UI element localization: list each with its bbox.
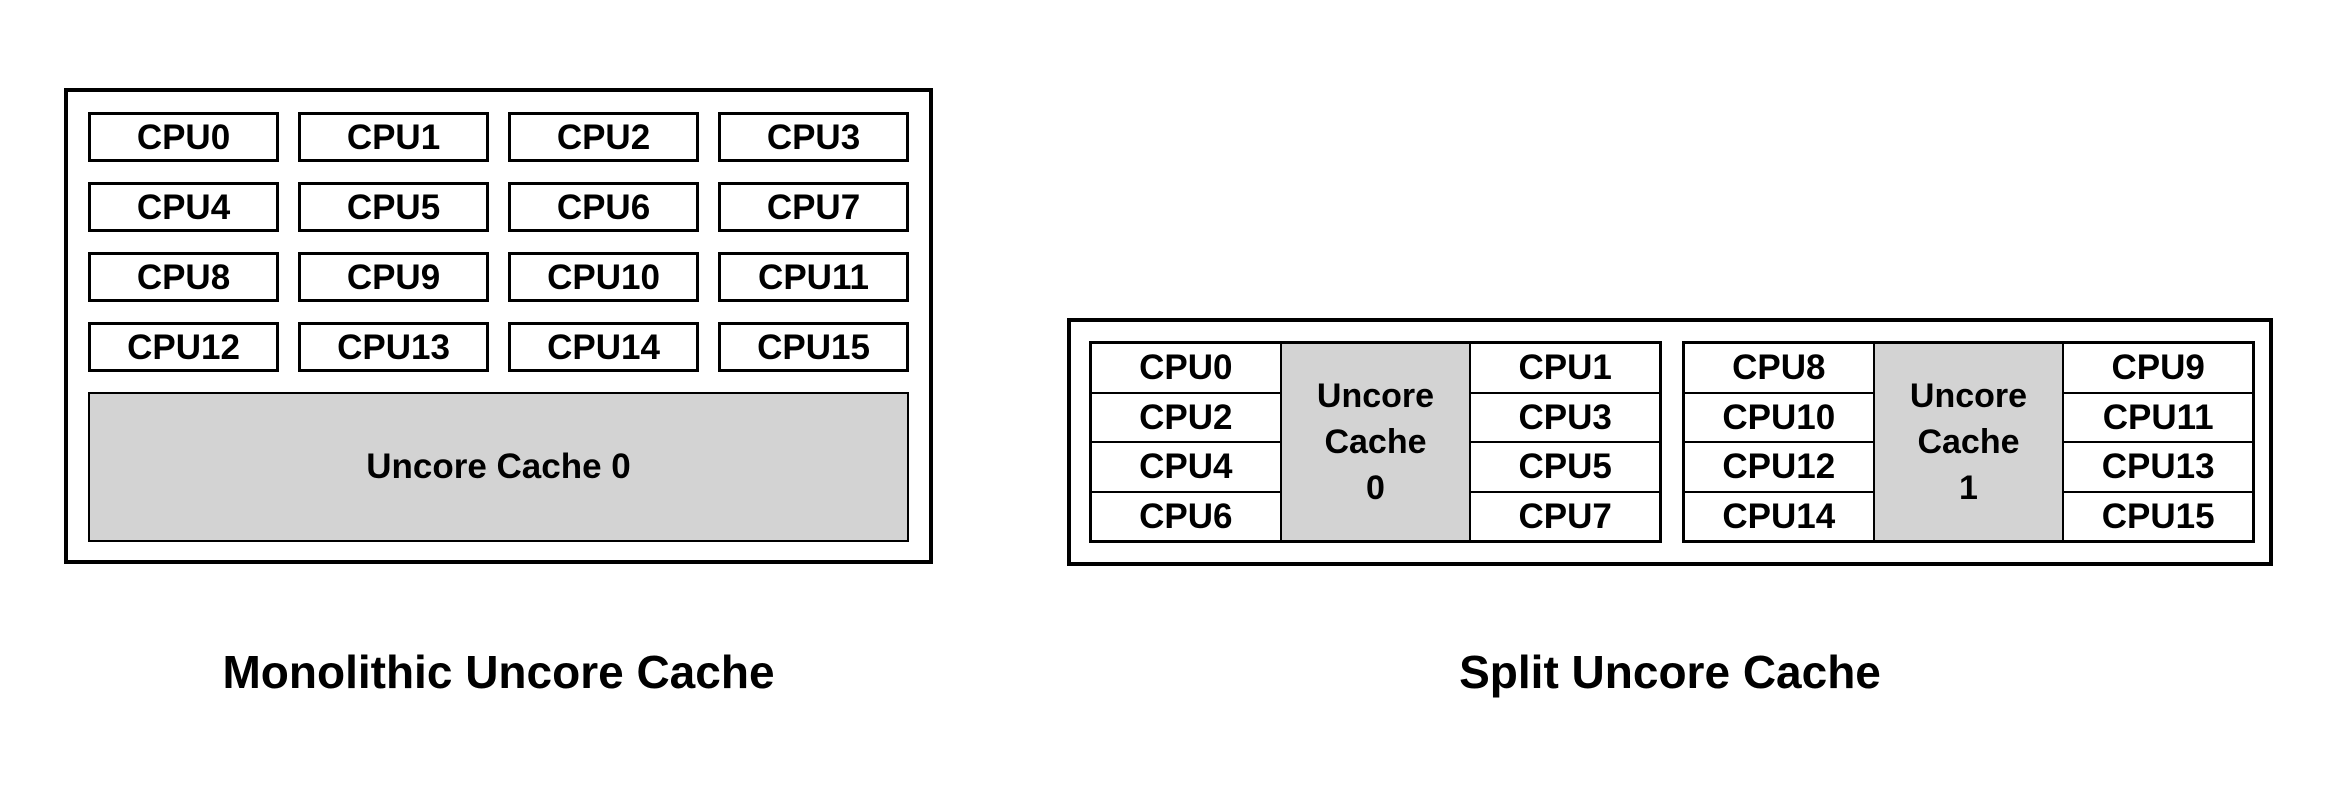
cpu-box-cpu15: CPU15 [718,322,909,372]
cpu-box-cpu1: CPU1 [298,112,489,162]
cpu-box-cpu11: CPU11 [2064,393,2252,441]
cpu-box-cpu2: CPU2 [1092,393,1280,441]
cpu-box-cpu0: CPU0 [88,112,279,162]
cpu-box-cpu4: CPU4 [1092,443,1280,491]
uncore-cache-label-line: Cache [1324,423,1427,461]
uncore-cache-label-line: Uncore [1316,377,1435,415]
cpu-box-cpu0: CPU0 [1092,344,1280,392]
uncore-cache-0-box: Uncore Cache 0 [88,392,909,542]
cpu-box-cpu13: CPU13 [298,322,489,372]
cpu-box-cpu2: CPU2 [508,112,699,162]
cpu-box-cpu10: CPU10 [1685,393,1873,441]
cpu-box-cpu8: CPU8 [1685,344,1873,392]
cpu-box-cpu7: CPU7 [718,182,909,232]
uncore-cache-label-line: Uncore [1909,377,2028,415]
cpu-box-cpu6: CPU6 [1092,492,1280,540]
cpu-box-cpu15: CPU15 [2064,492,2252,540]
split-caption: Split Uncore Cache [1459,646,1881,698]
uncore-cache-label-line: 1 [1959,469,1978,507]
cpu-box-cpu7: CPU7 [1471,492,1659,540]
cpu-box-cpu12: CPU12 [1685,443,1873,491]
cpu-box-cpu8: CPU8 [88,252,279,302]
cpu-box-cpu12: CPU12 [88,322,279,372]
cpu-box-cpu5: CPU5 [1471,443,1659,491]
cpu-box-cpu5: CPU5 [298,182,489,232]
cpu-box-cpu6: CPU6 [508,182,699,232]
cpu-box-cpu14: CPU14 [508,322,699,372]
uncore-cache-label-line: 0 [1366,469,1385,507]
cpu-box-cpu3: CPU3 [718,112,909,162]
cpu-box-cpu1: CPU1 [1471,344,1659,392]
uncore-cache-label-line: Cache [1917,423,2020,461]
cpu-box-cpu14: CPU14 [1685,492,1873,540]
monolithic-caption: Monolithic Uncore Cache [222,646,775,698]
cpu-box-cpu9: CPU9 [2064,344,2252,392]
cpu-box-cpu13: CPU13 [2064,443,2252,491]
cpu-box-cpu9: CPU9 [298,252,489,302]
cpu-box-cpu3: CPU3 [1471,393,1659,441]
cpu-box-cpu4: CPU4 [88,182,279,232]
cpu-box-cpu10: CPU10 [508,252,699,302]
cpu-box-cpu11: CPU11 [718,252,909,302]
